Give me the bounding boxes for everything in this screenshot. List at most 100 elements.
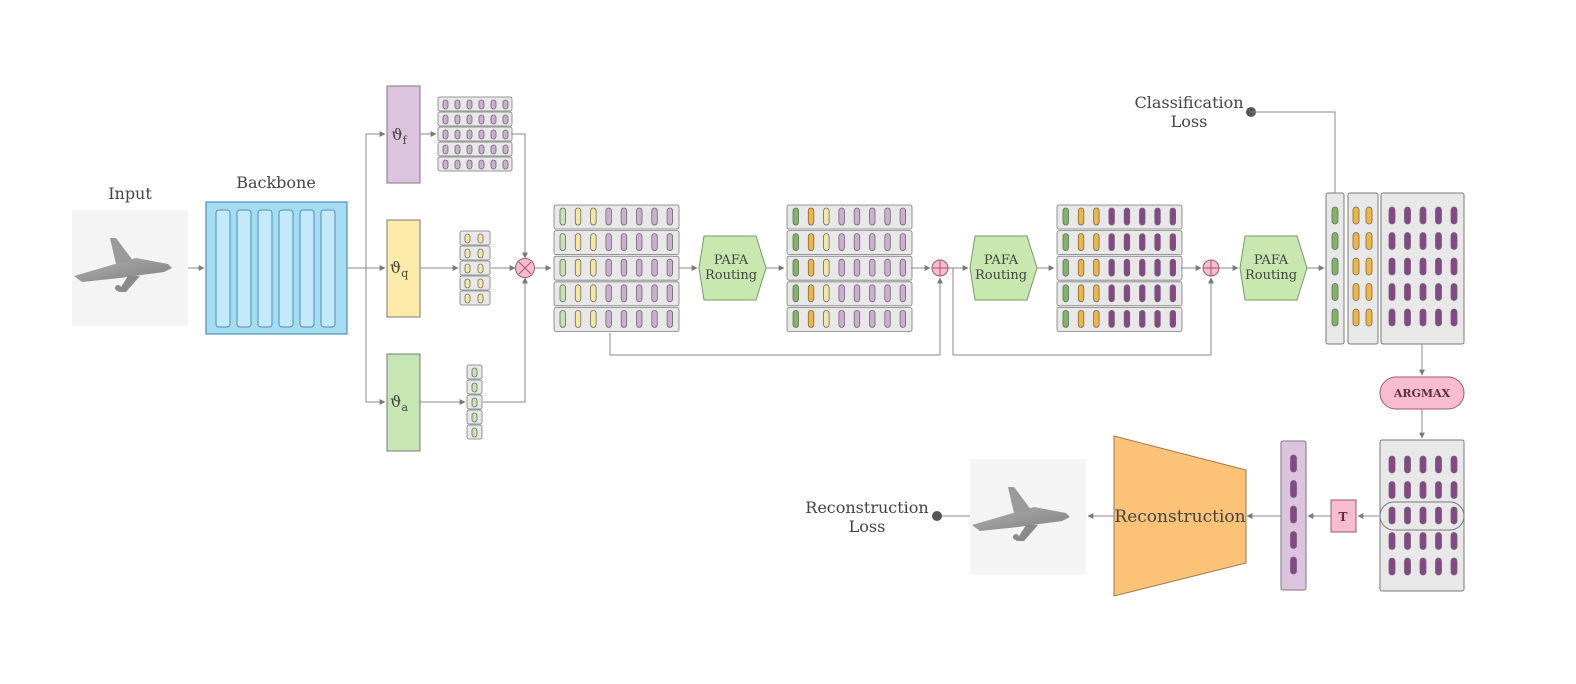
capsule-pill bbox=[464, 278, 471, 289]
tensor-row bbox=[437, 111, 513, 127]
tensor-row bbox=[437, 141, 513, 157]
capsule-pill bbox=[1352, 206, 1360, 225]
capsule-pill bbox=[823, 207, 830, 226]
capsule-pill bbox=[1419, 206, 1427, 225]
capsule-pill bbox=[442, 99, 449, 110]
capsule-pill bbox=[477, 263, 484, 274]
capsule-pill bbox=[853, 309, 861, 328]
capsule-pill bbox=[1352, 308, 1360, 327]
capsule-pill bbox=[590, 233, 597, 252]
classification-loss-line-2: Loss bbox=[1171, 112, 1208, 131]
capsule-pill bbox=[838, 284, 845, 303]
pafa-routing-3: PAFA Routing bbox=[1239, 235, 1308, 301]
capsule-pill bbox=[1404, 557, 1411, 576]
wires-stage-2 bbox=[609, 265, 1325, 356]
capsule-pill bbox=[1450, 532, 1458, 550]
capsule-pill bbox=[454, 144, 461, 155]
capsule-pill bbox=[853, 258, 861, 277]
capsule-pill bbox=[1108, 284, 1115, 303]
capsule-pill bbox=[620, 284, 628, 303]
svg-text:ϑf: ϑf bbox=[391, 125, 407, 147]
capsule-pill bbox=[1450, 481, 1458, 499]
capsule-pill bbox=[792, 309, 799, 328]
capsule-pill bbox=[853, 207, 861, 226]
capsule-pill bbox=[1062, 309, 1069, 328]
pafa-3-line-1: PAFA bbox=[1254, 253, 1289, 268]
capsule-pill bbox=[1404, 506, 1411, 525]
capsule-pill bbox=[1108, 207, 1115, 226]
capsule-pill bbox=[1331, 232, 1339, 250]
capsule-pill bbox=[466, 144, 473, 155]
capsule-pill bbox=[502, 129, 509, 140]
capsule-pill bbox=[1450, 232, 1458, 250]
capsule-pill bbox=[899, 207, 906, 226]
circled-plus-icon bbox=[931, 259, 949, 277]
capsule-pill bbox=[1435, 308, 1442, 327]
capsule-pill bbox=[464, 233, 471, 244]
capsule-pill bbox=[869, 258, 876, 277]
capsule-pill bbox=[1093, 233, 1100, 252]
capsule-grid-2 bbox=[786, 204, 913, 332]
capsule-pill bbox=[1290, 454, 1297, 473]
capsule-row bbox=[786, 255, 913, 281]
airplane-icon bbox=[74, 238, 172, 292]
capsule-pill bbox=[636, 284, 643, 303]
pafa-1-line-2: Routing bbox=[705, 268, 757, 283]
capsule-pill bbox=[559, 309, 566, 328]
capsule-pill bbox=[792, 233, 799, 252]
capsule-pill bbox=[1419, 455, 1427, 474]
capsule-pill bbox=[466, 114, 473, 125]
pafa-2-line-1: PAFA bbox=[984, 253, 1019, 268]
capsule-pill bbox=[574, 233, 582, 252]
capsule-grid-3 bbox=[1056, 204, 1183, 332]
capsule-pill bbox=[442, 159, 449, 170]
capsule-pill bbox=[1139, 309, 1146, 328]
capsule-pill bbox=[1365, 257, 1373, 276]
input-image bbox=[72, 210, 188, 326]
capsule-pill bbox=[1404, 455, 1411, 474]
capsule-pill bbox=[1404, 232, 1411, 250]
capsule-pill bbox=[1169, 258, 1176, 277]
capsule-pill bbox=[1435, 206, 1442, 225]
argmax-label: ARGMAX bbox=[1393, 387, 1451, 400]
capsule-pill bbox=[1435, 232, 1442, 250]
capsule-pill bbox=[807, 207, 815, 226]
capsule-pill bbox=[1404, 257, 1411, 276]
tensor-row bbox=[437, 156, 513, 172]
capsule-pill bbox=[1450, 257, 1458, 276]
capsule-row bbox=[553, 281, 680, 307]
argmax-node: ARGMAX bbox=[1379, 376, 1465, 410]
capsule-pill bbox=[1435, 532, 1442, 550]
capsule-pill bbox=[1450, 455, 1458, 474]
theta-q-symbol: ϑ bbox=[390, 258, 401, 277]
capsule-pill bbox=[1419, 232, 1427, 250]
capsule-pill bbox=[1388, 481, 1396, 499]
backbone-block bbox=[205, 201, 348, 335]
capsule-pill bbox=[651, 309, 658, 328]
pafa-2-line-2: Routing bbox=[975, 268, 1027, 283]
capsule-pill bbox=[1077, 309, 1085, 328]
input-label: Input bbox=[108, 184, 152, 203]
svg-text:ϑq: ϑq bbox=[390, 258, 408, 280]
capsule-pill bbox=[478, 129, 485, 140]
capsule-pill bbox=[1169, 284, 1176, 303]
capsule-pill bbox=[1450, 506, 1458, 525]
capsule-pill bbox=[807, 309, 815, 328]
capsule-row bbox=[1056, 204, 1183, 230]
capsule-pill bbox=[471, 427, 478, 438]
capsule-pill bbox=[1388, 506, 1396, 525]
capsule-pill bbox=[442, 144, 449, 155]
capsule-pill bbox=[478, 114, 485, 125]
capsule-pill bbox=[1419, 308, 1427, 327]
capsule-pill bbox=[502, 99, 509, 110]
capsule-pill bbox=[1365, 283, 1373, 301]
capsule-pill bbox=[1352, 257, 1360, 276]
capsule-pill bbox=[442, 129, 449, 140]
capsule-pill bbox=[1123, 233, 1131, 252]
capsule-pill bbox=[1062, 284, 1069, 303]
capsule-pill bbox=[899, 233, 906, 252]
capsule-pill bbox=[1062, 233, 1069, 252]
capsule-pill bbox=[1419, 283, 1427, 301]
capsule-pill bbox=[1154, 309, 1161, 328]
